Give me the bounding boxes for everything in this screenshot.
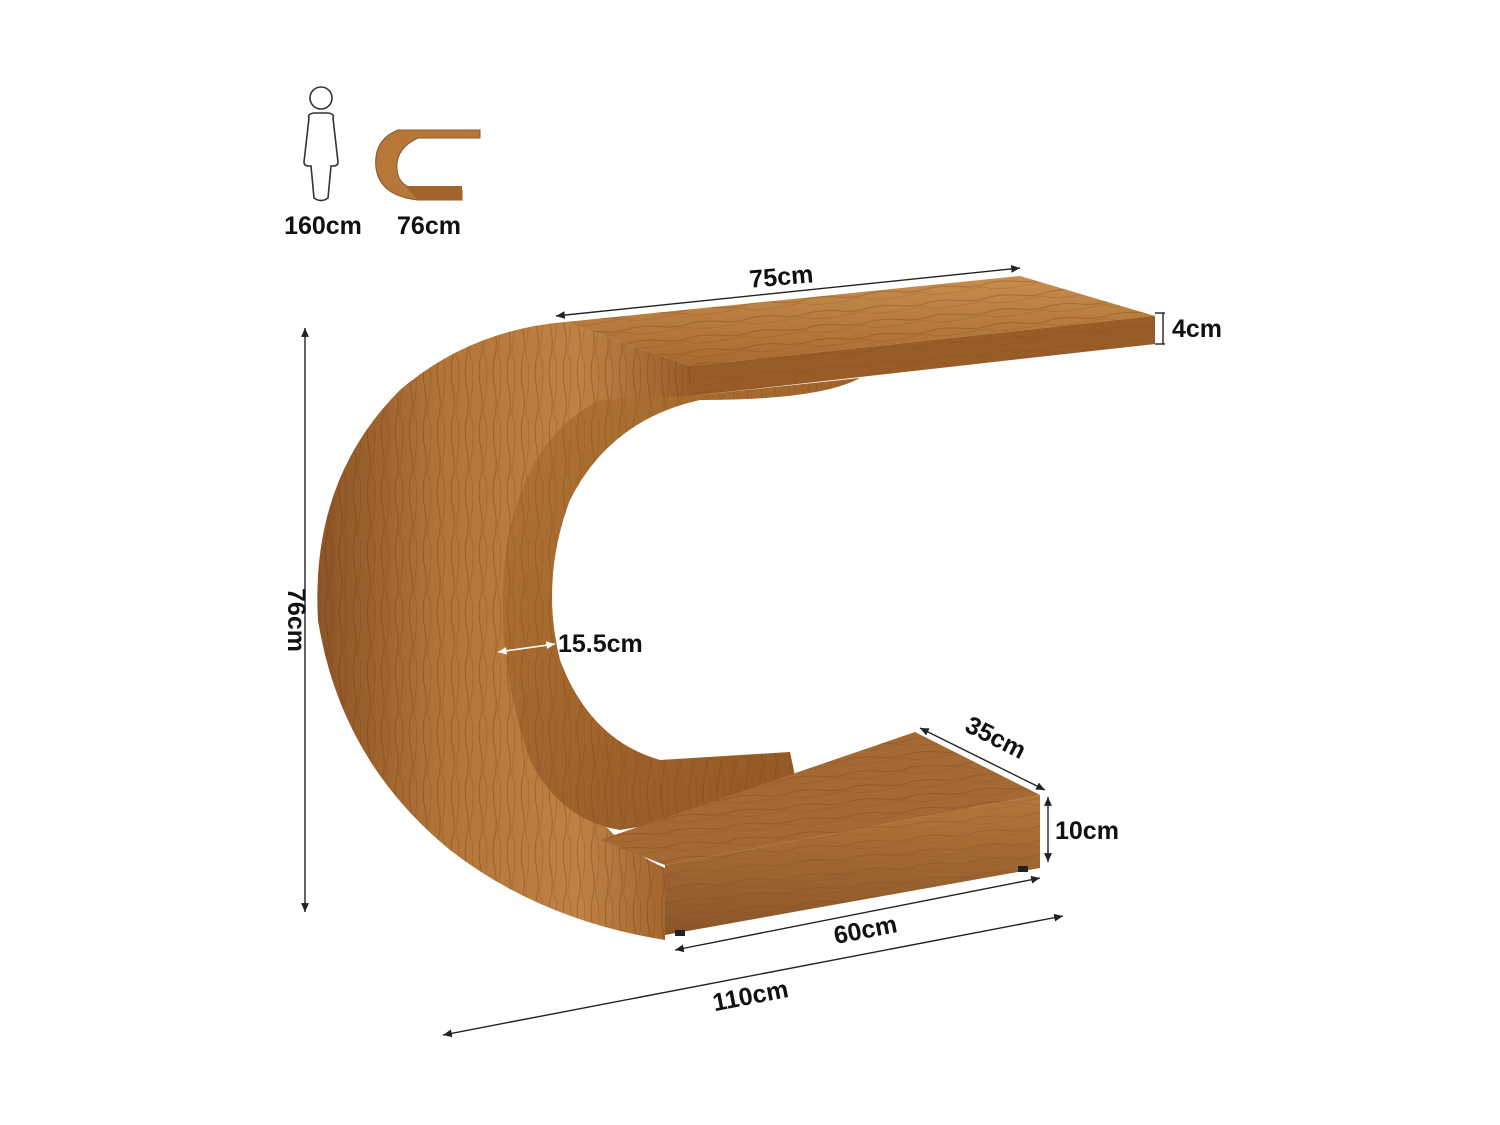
base-depth-label: 35cm	[961, 711, 1031, 765]
c-shaped-table	[317, 276, 1155, 940]
side-thickness-label: 15.5cm	[558, 630, 643, 658]
base-length-label: 60cm	[831, 910, 899, 950]
base-height-label: 10cm	[1055, 817, 1119, 845]
total-height-label: 76cm	[282, 588, 310, 652]
top-length-label: 75cm	[748, 260, 814, 293]
person-scale-icon	[303, 86, 339, 202]
table-height-label: 76cm	[397, 212, 461, 240]
person-height-label: 160cm	[284, 212, 362, 240]
top-thickness-label: 4cm	[1172, 315, 1222, 343]
table-scale-thumbnail	[375, 129, 481, 201]
